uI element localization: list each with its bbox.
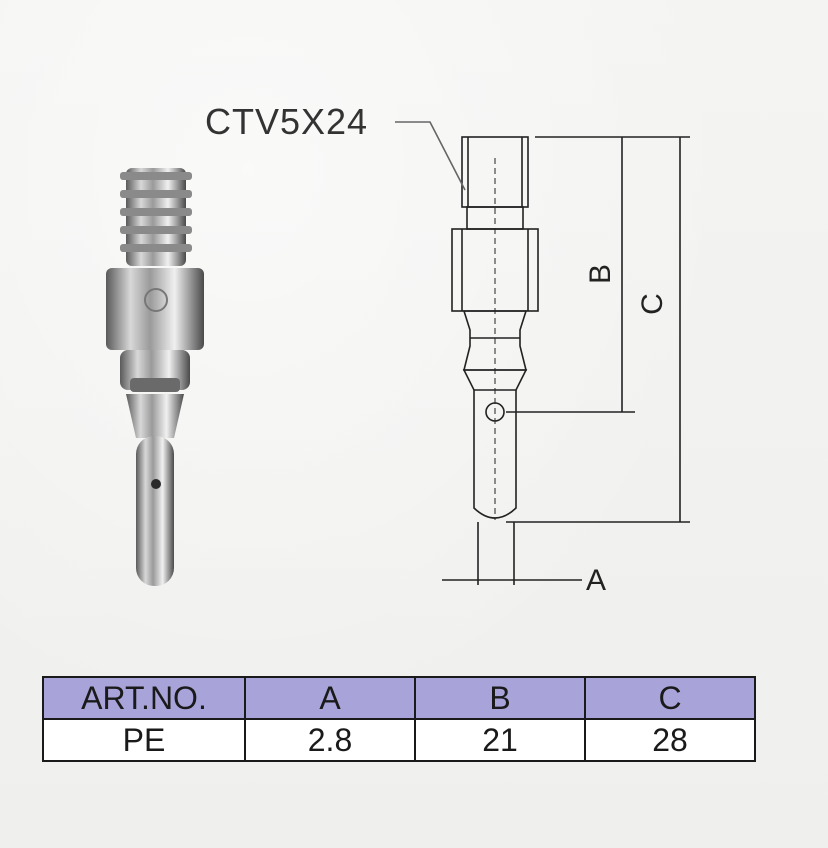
spec-table: ART.NO. A B C PE 2.8 21 28 — [42, 676, 756, 762]
product-photo — [106, 168, 204, 586]
header-c: C — [584, 676, 756, 720]
dim-b-label: B — [584, 264, 617, 284]
cell-b: 21 — [414, 718, 586, 762]
dim-a-label: A — [586, 564, 606, 597]
technical-drawing: CTV5X24 B C A — [205, 101, 690, 597]
dim-c-label: C — [636, 293, 669, 315]
cell-c: 28 — [584, 718, 756, 762]
photo-collar — [106, 268, 204, 350]
photo-pin — [136, 436, 174, 586]
header-a: A — [244, 676, 416, 720]
cell-a: 2.8 — [244, 718, 416, 762]
cell-art-no: PE — [42, 718, 246, 762]
photo-logo-mark — [144, 288, 168, 312]
header-b: B — [414, 676, 586, 720]
table-row: PE 2.8 21 28 — [42, 718, 756, 762]
callout-leader — [395, 121, 466, 191]
header-art-no: ART.NO. — [42, 676, 246, 720]
photo-pin-hole — [151, 479, 161, 489]
drawing-pin-hole — [485, 402, 505, 422]
photo-thread — [120, 168, 192, 266]
product-callout-label: CTV5X24 — [205, 101, 368, 142]
spec-table-header-row: ART.NO. A B C — [42, 676, 756, 720]
